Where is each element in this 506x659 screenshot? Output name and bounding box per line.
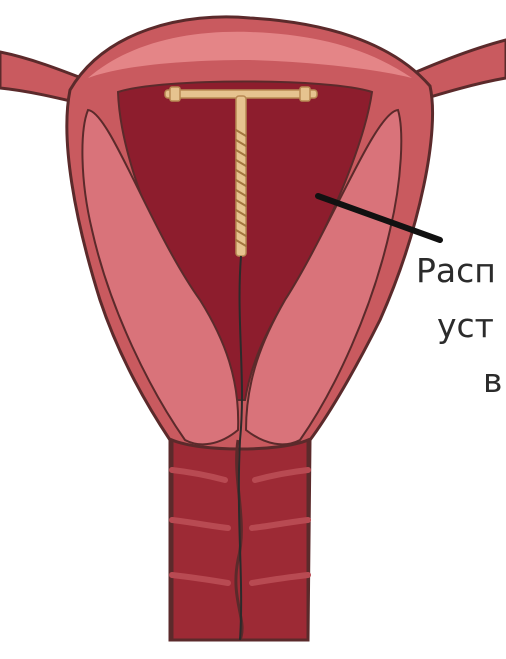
- callout-line-1: Расп: [416, 254, 496, 287]
- callout-line-3: в: [483, 364, 502, 397]
- callout-line-2: уст: [437, 309, 494, 342]
